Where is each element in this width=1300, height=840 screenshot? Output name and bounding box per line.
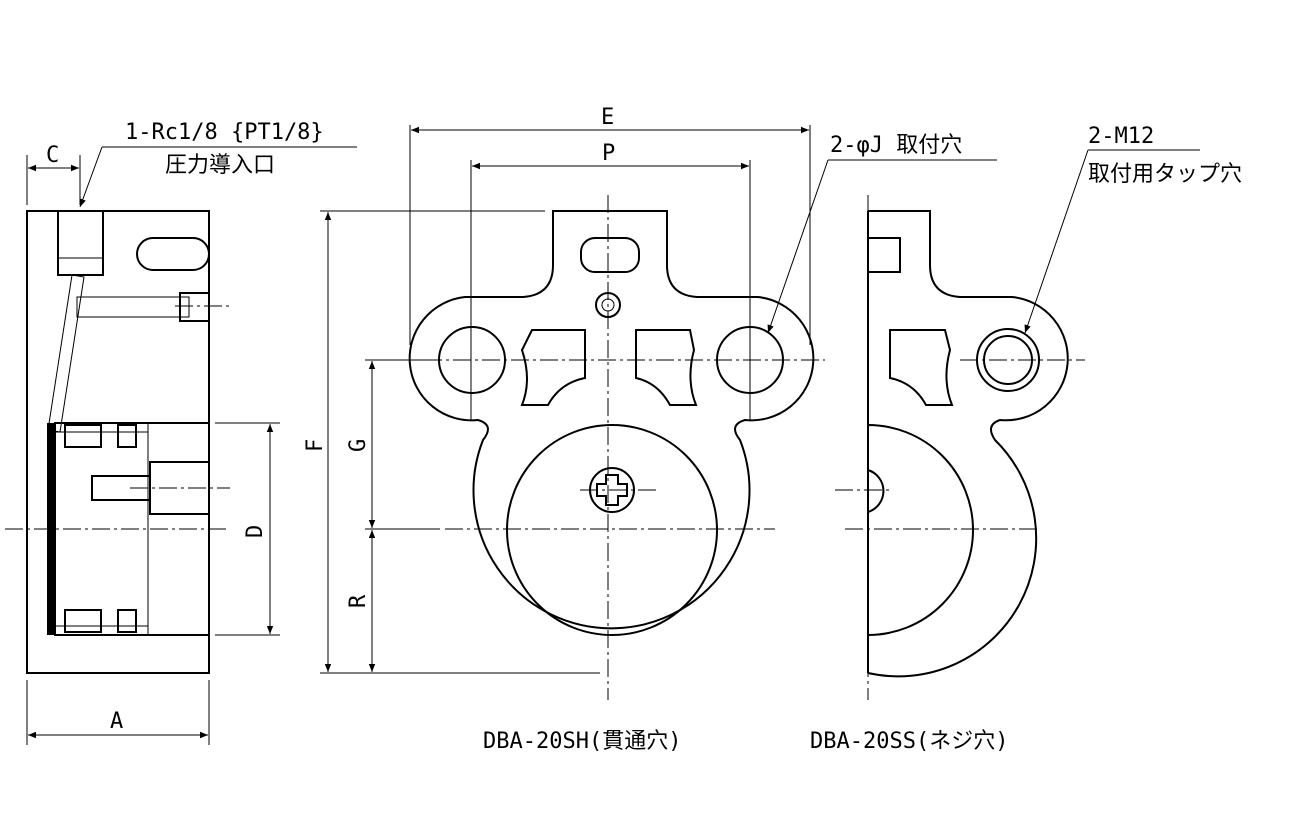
dim-a-label: A [110,709,123,734]
port-bore [57,210,104,276]
dim-r: R [346,530,376,672]
partial-view-ss [835,195,1085,700]
plate-outline-ss [867,210,1069,678]
dim-p-label: P [602,141,615,166]
port-note: 1-Rc1/8 {PT1/8} 圧力導入口 [79,120,357,208]
plug [179,292,210,322]
gauge-face [506,424,718,636]
dim-f-label: F [303,439,328,452]
tap-note: 2-M12 取付用タップ穴 [1024,124,1242,334]
caption-sh: DBA-20SH(貫通穴) [483,729,681,754]
seal-bottom-right [117,609,137,633]
dim-a: A [26,680,210,745]
plate-outline-sh [408,210,815,630]
seal-top-right [117,424,137,448]
window-ss [889,329,954,406]
dim-d-label: D [243,525,268,538]
seal-bottom-left [64,609,102,633]
dim-e: E [409,105,811,345]
mount-hole-note: 2-φJ 取付穴 [767,133,997,334]
mount-hole-note-text: 2-φJ 取付穴 [830,133,962,158]
plunger-pin [91,475,151,501]
window-left [520,329,586,406]
tap-note-line1: 2-M12 [1088,124,1154,149]
side-section-view [5,210,230,674]
horizontal-passage [76,296,190,318]
dim-g: G [346,359,440,530]
caption-ss: DBA-20SS(ネジ穴) [810,729,1008,754]
gauge-face-ss [867,423,974,637]
dim-c-label: C [46,143,59,168]
dim-p: P [470,141,751,420]
dim-g-label: G [346,439,371,452]
window-right [635,329,698,406]
tap-note-line2: 取付用タップ穴 [1088,162,1242,187]
port-note-line1: 1-Rc1/8 {PT1/8} [125,120,324,145]
dim-f: F [303,210,600,674]
drill-passage [47,274,85,433]
dim-c: C [26,143,81,205]
dim-d: D [215,422,280,636]
front-view-sh [395,195,825,700]
top-slot [580,237,640,273]
port-note-line2: 圧力導入口 [165,153,275,178]
top-slot-ss [867,237,901,273]
dim-e-label: E [601,105,614,130]
seal-top-left [64,424,102,448]
slot [136,237,210,271]
dim-r-label: R [346,594,371,608]
